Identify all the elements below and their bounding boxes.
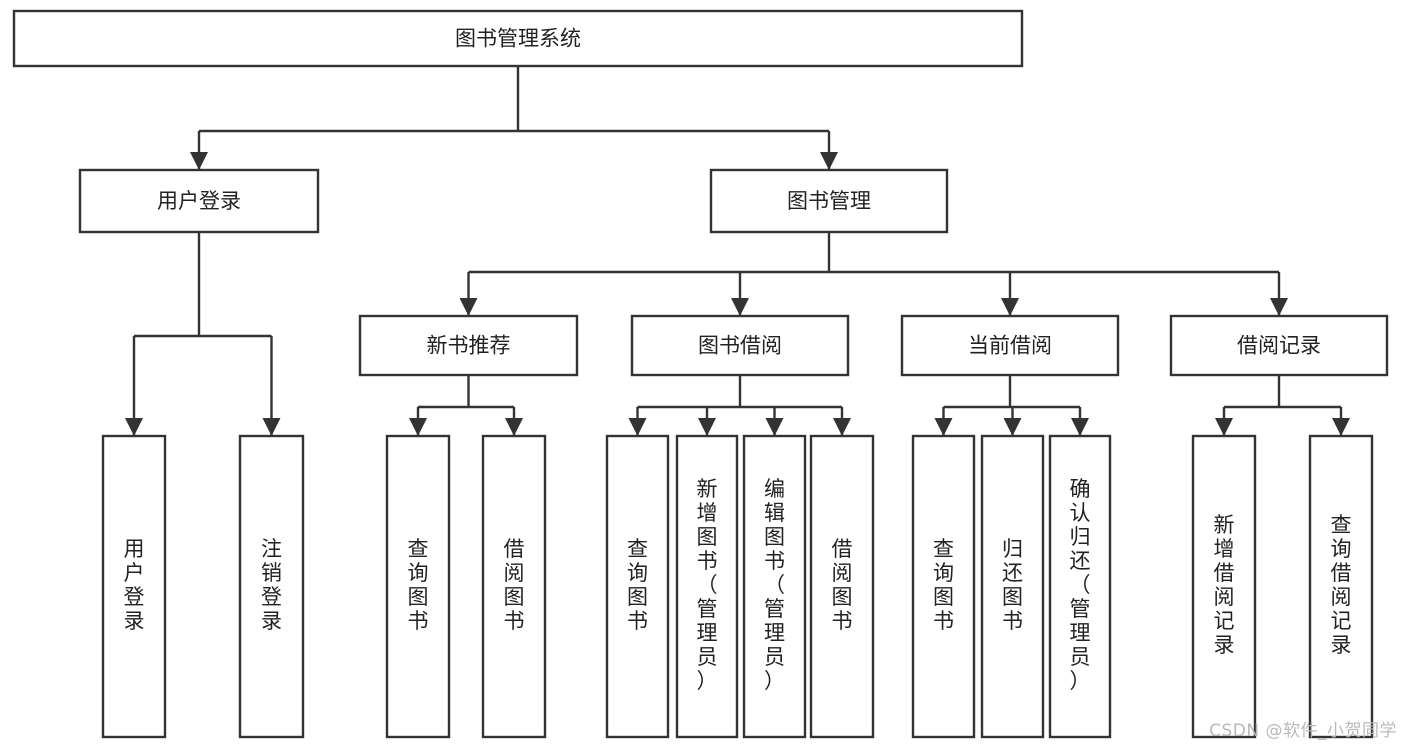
node-leaf-borrow-book-1[interactable]: 借阅图书: [481, 434, 547, 739]
node-box-leaf-query-book-1[interactable]: [385, 434, 451, 739]
node-book-management[interactable]: 图书管理: [709, 168, 949, 234]
arrow-head: [409, 418, 427, 436]
arrow-head: [262, 418, 281, 436]
node-box-leaf-user-login[interactable]: [101, 434, 167, 739]
node-box-book-borrow[interactable]: [630, 314, 850, 377]
arrow-head: [628, 418, 647, 436]
connector-group-book-management: [459, 232, 1288, 316]
node-leaf-add-book-admin[interactable]: 新增图书（管理员）: [675, 434, 739, 739]
node-label-leaf-confirm-return-admin: 确认归还（管理员）: [1070, 477, 1091, 693]
node-box-leaf-add-borrow-record[interactable]: [1191, 434, 1257, 739]
node-label-root: 图书管理系统: [455, 27, 581, 51]
node-user-login[interactable]: 用户登录: [78, 168, 320, 234]
arrow-head: [190, 152, 208, 170]
node-box-leaf-query-book-3[interactable]: [911, 434, 976, 739]
node-leaf-borrow-book-2[interactable]: 借阅图书: [809, 434, 875, 739]
node-label-leaf-user-logout: 注销登录: [261, 537, 282, 633]
node-leaf-query-book-2[interactable]: 查询图书: [605, 434, 670, 739]
arrow-head: [765, 418, 784, 436]
node-label-leaf-borrow-book-2: 借阅图书: [832, 537, 853, 633]
arrow-head: [125, 418, 143, 436]
node-box-leaf-return-book[interactable]: [980, 434, 1045, 739]
connector-group-user-login: [125, 232, 281, 436]
node-book-borrow[interactable]: 图书借阅: [630, 314, 850, 377]
arrow-head: [1332, 418, 1350, 436]
node-box-root[interactable]: [12, 9, 1024, 68]
node-box-leaf-edit-book-admin[interactable]: [742, 434, 807, 739]
node-box-leaf-user-logout[interactable]: [238, 434, 305, 739]
node-label-leaf-return-book: 归还图书: [1002, 537, 1023, 633]
arrow-head: [1215, 418, 1233, 436]
arrow-head: [1001, 298, 1019, 316]
node-label-leaf-query-borrow-record: 查询借阅记录: [1331, 513, 1352, 657]
node-label-current-borrow: 当前借阅: [968, 334, 1052, 358]
node-label-leaf-user-login: 用户登录: [124, 537, 145, 633]
node-leaf-edit-book-admin[interactable]: 编辑图书（管理员）: [742, 434, 807, 739]
connector-group-current-borrow: [934, 375, 1089, 436]
node-leaf-query-borrow-record[interactable]: 查询借阅记录: [1308, 434, 1374, 739]
node-leaf-query-book-1[interactable]: 查询图书: [385, 434, 451, 739]
arrow-head: [1270, 298, 1288, 316]
node-box-book-management[interactable]: [709, 168, 949, 234]
node-box-leaf-query-borrow-record[interactable]: [1308, 434, 1374, 739]
node-leaf-user-logout[interactable]: 注销登录: [238, 434, 305, 739]
node-label-leaf-query-book-3: 查询图书: [933, 537, 954, 633]
arrow-head: [1003, 418, 1022, 436]
node-label-book-management: 图书管理: [787, 189, 871, 213]
nodes-layer: 图书管理系统用户登录图书管理新书推荐图书借阅当前借阅借阅记录用户登录注销登录查询…: [12, 9, 1389, 739]
arrow-head: [820, 152, 838, 170]
node-box-leaf-confirm-return-admin[interactable]: [1048, 434, 1112, 739]
node-label-leaf-query-book-1: 查询图书: [408, 537, 429, 633]
node-label-leaf-query-book-2: 查询图书: [627, 537, 648, 633]
node-box-current-borrow[interactable]: [900, 314, 1120, 377]
node-leaf-add-borrow-record[interactable]: 新增借阅记录: [1191, 434, 1257, 739]
node-leaf-return-book[interactable]: 归还图书: [980, 434, 1045, 739]
node-leaf-user-login[interactable]: 用户登录: [101, 434, 167, 739]
node-box-leaf-borrow-book-1[interactable]: [481, 434, 547, 739]
connector-group-new-book-recommend: [409, 375, 523, 436]
node-box-leaf-borrow-book-2[interactable]: [809, 434, 875, 739]
arrow-head: [1071, 418, 1089, 436]
arrow-head: [459, 298, 478, 316]
node-box-leaf-query-book-2[interactable]: [605, 434, 670, 739]
connectors-layer: [125, 66, 1350, 436]
node-leaf-confirm-return-admin[interactable]: 确认归还（管理员）: [1048, 434, 1112, 739]
node-box-new-book-recommend[interactable]: [358, 314, 579, 377]
node-box-borrow-record[interactable]: [1169, 314, 1389, 377]
arrow-head: [833, 418, 851, 436]
node-current-borrow[interactable]: 当前借阅: [900, 314, 1120, 377]
node-label-leaf-add-book-admin: 新增图书（管理员）: [697, 477, 718, 693]
node-box-leaf-add-book-admin[interactable]: [675, 434, 739, 739]
node-root[interactable]: 图书管理系统: [12, 9, 1024, 68]
node-borrow-record[interactable]: 借阅记录: [1169, 314, 1389, 377]
arrow-head: [731, 298, 749, 316]
node-label-leaf-add-borrow-record: 新增借阅记录: [1214, 513, 1235, 657]
arrow-head: [505, 418, 523, 436]
arrow-head: [698, 418, 716, 436]
node-new-book-recommend[interactable]: 新书推荐: [358, 314, 579, 377]
node-box-user-login[interactable]: [78, 168, 320, 234]
node-label-book-borrow: 图书借阅: [698, 334, 782, 358]
node-label-leaf-borrow-book-1: 借阅图书: [504, 537, 525, 633]
node-label-new-book-recommend: 新书推荐: [427, 334, 511, 358]
node-leaf-query-book-3[interactable]: 查询图书: [911, 434, 976, 739]
connector-group-book-borrow: [628, 375, 851, 436]
node-label-borrow-record: 借阅记录: [1237, 334, 1321, 358]
arrow-head: [934, 418, 953, 436]
node-label-user-login: 用户登录: [157, 189, 241, 213]
connector-group-root: [190, 66, 838, 170]
connector-group-borrow-record: [1215, 375, 1350, 436]
node-label-leaf-edit-book-admin: 编辑图书（管理员）: [764, 477, 785, 693]
